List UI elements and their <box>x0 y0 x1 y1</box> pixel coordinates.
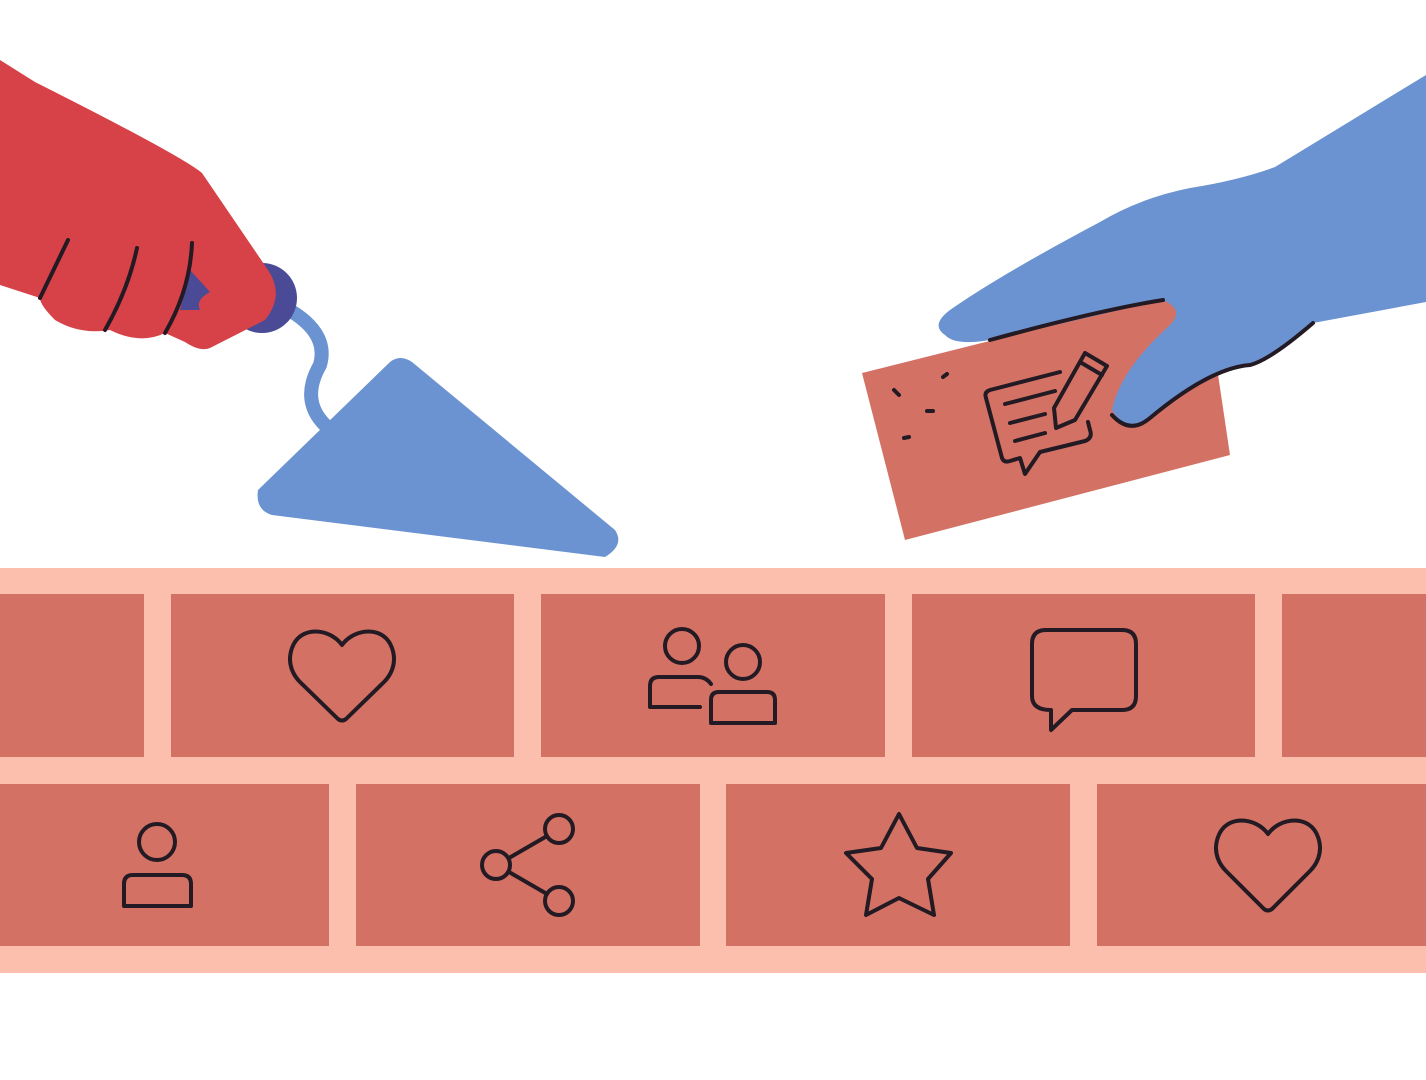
brick <box>726 784 1070 946</box>
brick <box>171 594 514 757</box>
share-icon <box>480 813 575 917</box>
brick-row-2 <box>0 784 1426 946</box>
red-hand <box>0 60 276 350</box>
brick <box>541 594 885 757</box>
trowel-blade <box>257 358 619 557</box>
blue-hand <box>938 75 1426 428</box>
brick <box>1282 594 1426 757</box>
trowel <box>227 263 619 557</box>
held-brick <box>862 287 1230 540</box>
trowel-neck <box>273 298 332 432</box>
star-icon <box>844 812 953 917</box>
brick <box>1097 784 1426 946</box>
brick-row-1 <box>0 594 1426 757</box>
brick <box>356 784 700 946</box>
chat-bubble-icon <box>1030 628 1138 732</box>
heart-icon <box>1214 818 1322 913</box>
brick <box>0 594 144 757</box>
brick <box>0 784 329 946</box>
edit-message-icon <box>892 351 1109 476</box>
brick-wall <box>0 568 1426 973</box>
brick <box>912 594 1255 757</box>
user-icon <box>122 822 193 908</box>
users-icon <box>648 627 777 725</box>
heart-icon <box>288 629 396 723</box>
